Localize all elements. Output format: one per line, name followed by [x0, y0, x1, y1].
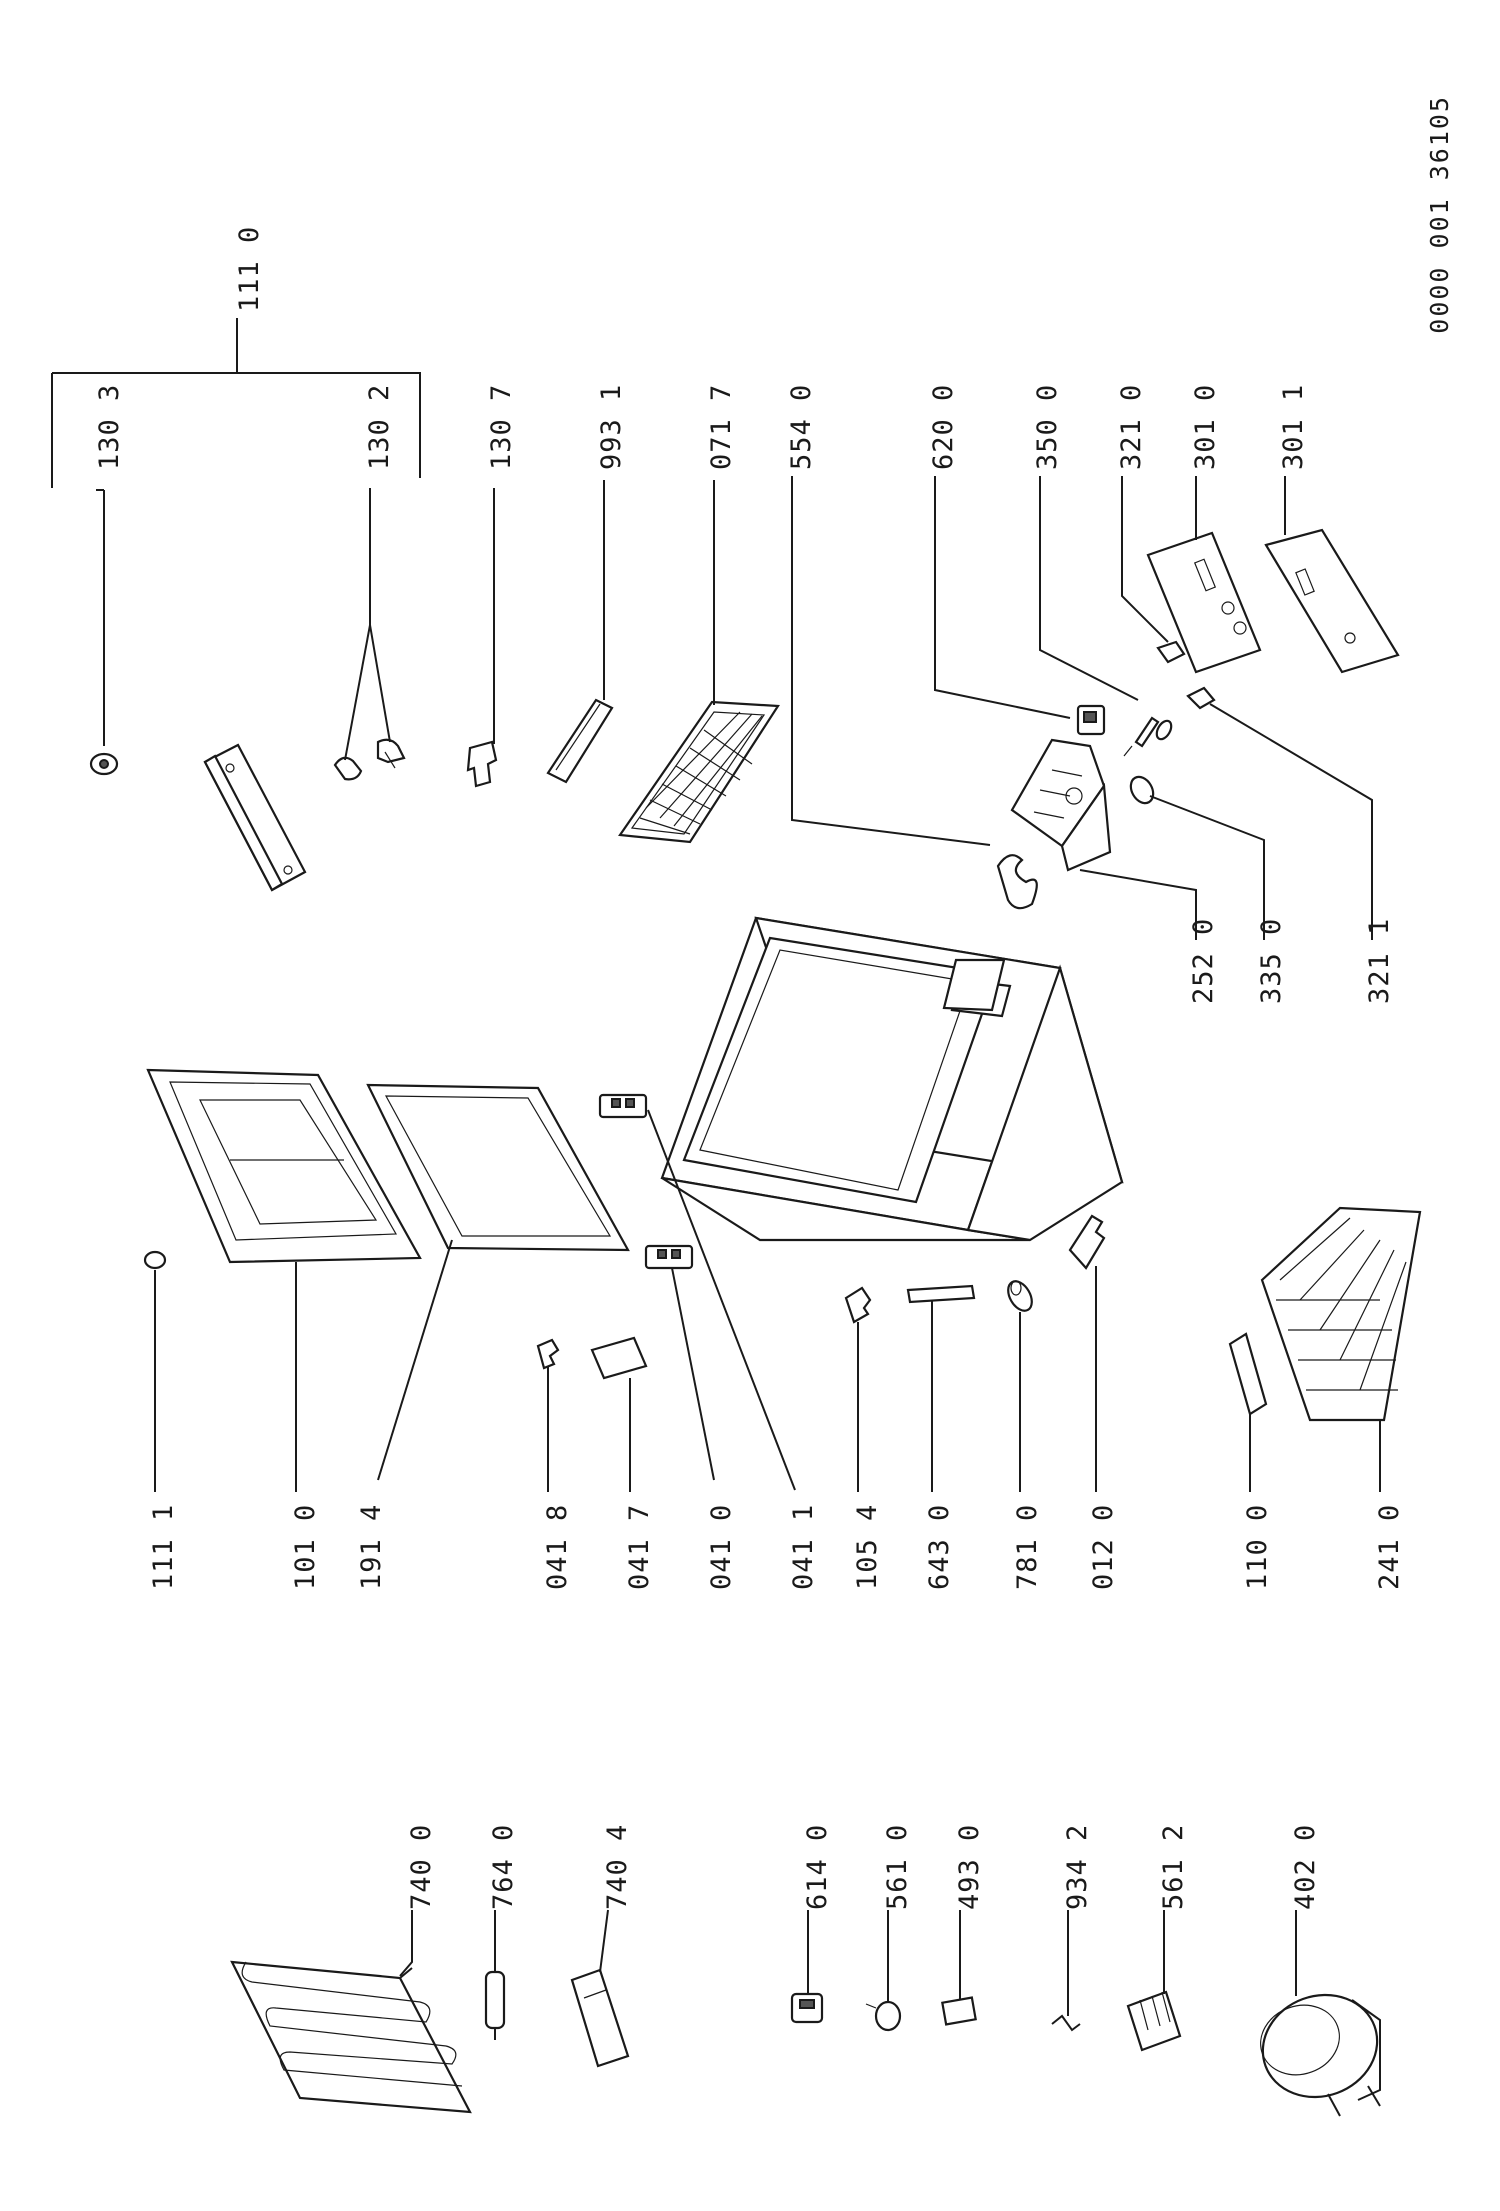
label-041-0: 041 0	[706, 1504, 737, 1590]
label-321-1: 321 1	[1364, 918, 1395, 1004]
label-335-0: 335 0	[1256, 918, 1287, 1004]
part-041-1-hinge	[598, 1093, 648, 1119]
label-614-0: 614 0	[802, 1824, 833, 1910]
label-041-8: 041 8	[542, 1504, 573, 1590]
label-993-1: 993 1	[596, 384, 627, 470]
label-643-0: 643 0	[924, 1504, 955, 1590]
part-252-0-thermostat-housing	[1010, 738, 1112, 872]
part-111-1-plug	[143, 1250, 167, 1270]
part-554-0-spring	[996, 854, 1038, 910]
part-041-0-hinge	[644, 1244, 694, 1270]
label-252-0: 252 0	[1188, 918, 1219, 1004]
part-321-1	[1186, 686, 1216, 710]
label-764-0: 764 0	[488, 1824, 519, 1910]
label-241-0: 241 0	[1374, 1504, 1405, 1590]
part-781-0-bush	[1007, 1280, 1033, 1312]
label-071-7: 071 7	[706, 384, 737, 470]
part-321-0	[1156, 640, 1186, 664]
part-335-0-knob	[1129, 775, 1155, 805]
part-door-handle	[203, 743, 307, 892]
part-071-7-shelf	[618, 700, 780, 844]
part-614-0-relay	[790, 1992, 824, 2024]
label-561-2: 561 2	[1158, 1824, 1189, 1910]
part-130-2-keys	[333, 738, 406, 781]
part-740-0-condenser	[230, 1960, 472, 2114]
part-041-8-clip	[536, 1338, 560, 1370]
part-241-0-basket	[1260, 1206, 1422, 1422]
part-402-0-compressor	[1260, 1993, 1381, 2117]
label-101-0: 101 0	[290, 1504, 321, 1590]
part-105-4	[844, 1286, 872, 1324]
part-130-7	[466, 740, 498, 788]
part-301-1-panel	[1264, 528, 1400, 674]
label-041-7: 041 7	[624, 1504, 655, 1590]
label-740-0: 740 0	[406, 1824, 437, 1910]
label-111-0: 111 0	[234, 226, 265, 312]
label-105-4: 105 4	[852, 1504, 883, 1590]
part-643-0-bar	[906, 1284, 976, 1304]
part-101-0-door	[146, 1068, 422, 1264]
label-493-0: 493 0	[954, 1824, 985, 1910]
label-301-0: 301 0	[1190, 384, 1221, 470]
part-620-0-switch	[1076, 704, 1106, 736]
part-493-0	[941, 1996, 977, 2026]
part-301-0-panel	[1146, 531, 1262, 674]
part-561-0	[865, 2000, 902, 2032]
label-130-2: 130 2	[364, 384, 395, 470]
label-321-0: 321 0	[1116, 384, 1147, 470]
part-993-1	[546, 698, 614, 784]
drawing-reference: 0000 001 36105	[1425, 95, 1454, 334]
part-012-0-bracket	[1068, 1214, 1106, 1270]
part-cabinet	[660, 916, 1124, 1242]
part-041-7-cover	[590, 1336, 648, 1380]
label-191-4: 191 4	[356, 1504, 387, 1590]
label-130-3: 130 3	[94, 384, 125, 470]
label-934-2: 934 2	[1062, 1824, 1093, 1910]
label-110-0: 110 0	[1242, 1504, 1273, 1590]
part-350-0-lamp	[1123, 716, 1173, 757]
group-bracket-111-0	[51, 318, 421, 488]
label-301-1: 301 1	[1278, 384, 1309, 470]
label-781-0: 781 0	[1012, 1504, 1043, 1590]
part-934-2-wire	[1051, 2014, 1081, 2032]
part-110-0	[1228, 1332, 1268, 1416]
label-130-7: 130 7	[486, 384, 517, 470]
part-740-4	[570, 1968, 630, 2068]
label-012-0: 012 0	[1088, 1504, 1119, 1590]
label-561-0: 561 0	[882, 1824, 913, 1910]
label-740-4: 740 4	[602, 1824, 633, 1910]
label-111-1: 111 1	[148, 1504, 179, 1590]
part-561-2	[1126, 1990, 1182, 2052]
part-130-3	[89, 752, 119, 776]
label-620-0: 620 0	[928, 384, 959, 470]
part-191-4-gasket	[366, 1083, 630, 1252]
part-764-0-drier	[484, 1962, 506, 2040]
label-041-1: 041 1	[788, 1504, 819, 1590]
label-402-0: 402 0	[1290, 1824, 1321, 1910]
label-350-0: 350 0	[1032, 384, 1063, 470]
label-554-0: 554 0	[786, 384, 817, 470]
